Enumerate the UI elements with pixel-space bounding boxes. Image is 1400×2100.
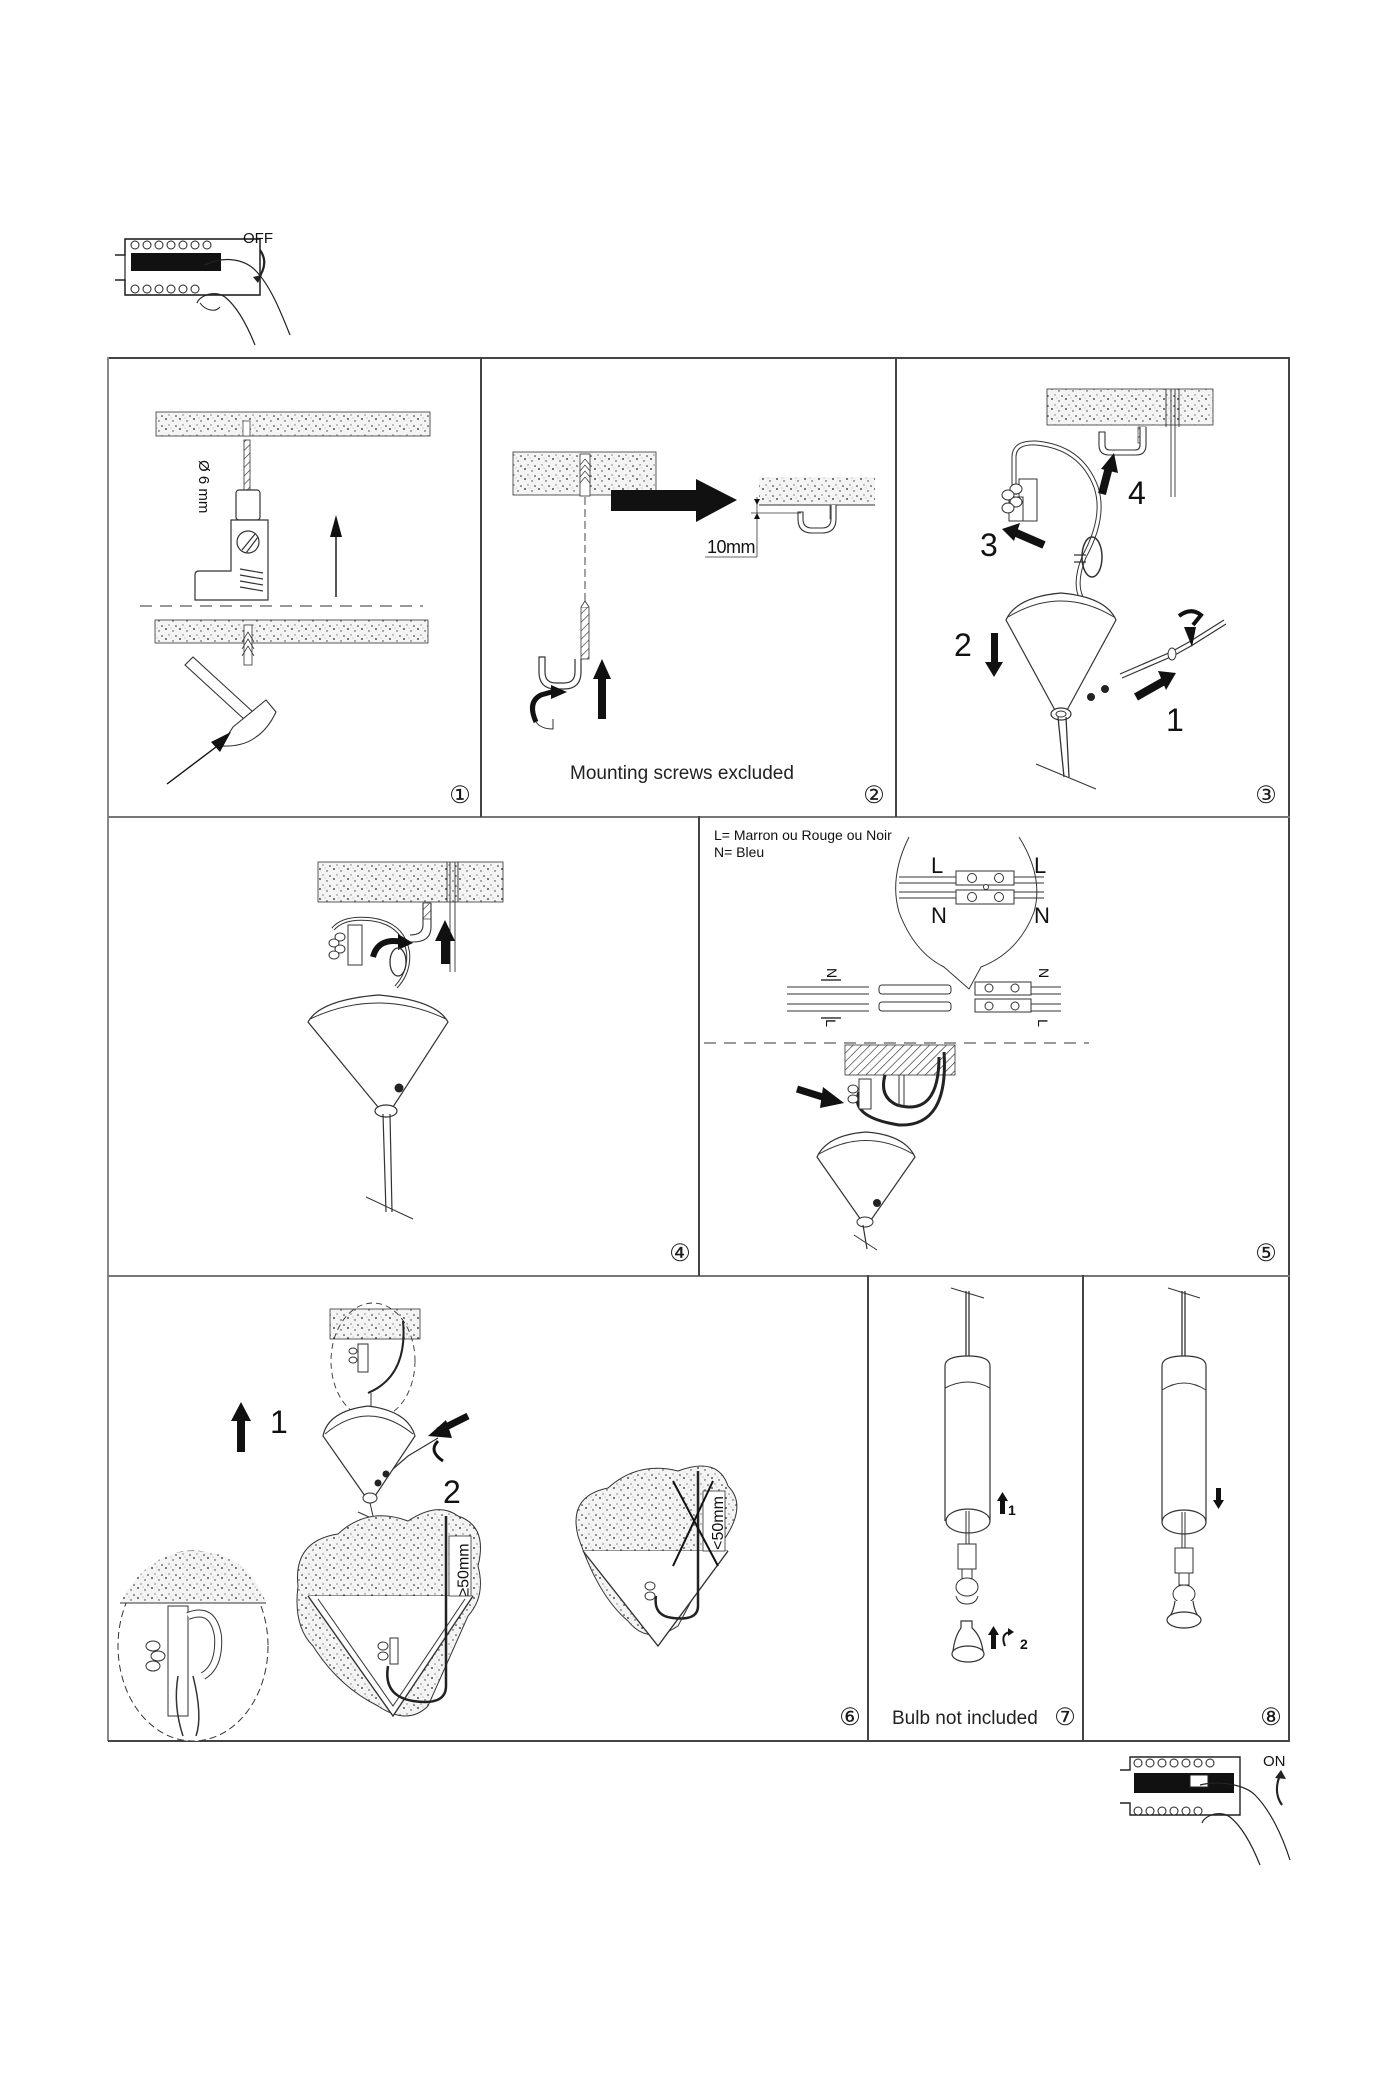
wire-label-L-left: L: [822, 1019, 839, 1027]
drill-diameter-label: Ø 6 mm: [195, 460, 212, 514]
step-6-number: ⑥: [838, 1704, 862, 1731]
step-5-number: ⑤: [1254, 1240, 1278, 1267]
grid-col-divider-r3b: [1082, 1275, 1084, 1741]
step-7-arrow-label-1: 1: [1008, 1502, 1016, 1518]
step-4-number: ④: [668, 1240, 692, 1267]
step-8-panel: ⑧: [1083, 1276, 1288, 1740]
step-4-panel: ④: [108, 817, 698, 1275]
step-3-panel: 1 2 3 4 ③: [896, 357, 1288, 816]
canopy-removal-illustration: [985, 388, 1227, 790]
breaker-off-label: OFF: [243, 230, 273, 247]
wiring-connection-illustration: [704, 836, 1089, 1251]
hook-clearance-dimension: 10mm: [707, 537, 756, 557]
wire-label-N-right: N: [1036, 967, 1053, 979]
breaker-off-illustration: OFF: [105, 225, 295, 350]
clearance-bad-label: <50mm: [709, 1496, 727, 1550]
step-7-panel: 1 2 Bulb not included ⑦: [868, 1276, 1082, 1740]
grid-border-left: [107, 357, 109, 1741]
hang-canopy-on-hook-illustration: [307, 861, 504, 1220]
wire-label-N-left: N: [824, 967, 841, 979]
mounting-screws-caption: Mounting screws excluded: [570, 763, 794, 784]
step-2-number: ②: [862, 782, 886, 809]
legend-live-wire: L= Marron ou Rouge ou Noir: [714, 827, 892, 843]
grid-col-divider-r1a: [480, 357, 482, 817]
shade-lowering-illustration: [1161, 1287, 1224, 1629]
drill-and-anchor-illustration: [140, 411, 431, 785]
grid-col-divider-r3a: [867, 1275, 869, 1741]
step-1-number: ①: [448, 782, 472, 809]
legend-neutral-wire: N= Bleu: [714, 844, 765, 860]
step-3-arrow-label-2: 2: [954, 627, 972, 663]
bulb-not-included-caption: Bulb not included: [892, 1708, 1038, 1729]
step-8-number: ⑧: [1259, 1704, 1283, 1731]
step-6-arrow-label-1: 1: [270, 1404, 288, 1440]
bulb-insertion-illustration: [944, 1287, 1014, 1663]
grid-border-top: [108, 357, 1290, 359]
grid-border-right: [1288, 357, 1290, 1741]
canopy-fixing-illustration: [117, 1302, 738, 1742]
step-6-arrow-label-2: 2: [443, 1474, 461, 1510]
terminal-label-N-left: N: [931, 903, 947, 928]
step-3-arrow-label-1: 1: [1166, 702, 1184, 738]
step-7-number: ⑦: [1053, 1704, 1077, 1731]
breaker-on-label: ON: [1263, 1753, 1286, 1770]
wire-label-L-right: L: [1034, 1019, 1051, 1027]
step-3-arrow-label-4: 4: [1128, 475, 1146, 511]
step-1-panel: Ø 6 mm ①: [108, 357, 480, 816]
step-3-arrow-label-3: 3: [980, 527, 998, 563]
grid-col-divider-r1b: [895, 357, 897, 817]
grid-col-divider-r2: [698, 816, 700, 1276]
grid-border-bottom: [108, 1740, 1290, 1742]
terminal-label-N-right: N: [1034, 903, 1050, 928]
breaker-panel-icon: [115, 238, 291, 346]
hook-mounting-illustration: [512, 451, 875, 730]
step-5-panel: L= Marron ou Rouge ou Noir N= Bleu: [699, 817, 1288, 1275]
terminal-label-L-right: L: [1034, 853, 1047, 878]
step-7-arrow-label-2: 2: [1020, 1636, 1028, 1652]
clearance-ok-label: ≥50mm: [455, 1543, 473, 1597]
step-3-number: ③: [1254, 782, 1278, 809]
wire-color-legend: L= Marron ou Rouge ou Noir N= Bleu: [714, 827, 892, 861]
step-2-panel: 10mm Mounting screws excluded ②: [481, 357, 895, 816]
breaker-on-illustration: ON: [1110, 1745, 1300, 1870]
breaker-panel-icon: [1120, 1756, 1291, 1866]
step-6-panel: 1 2 ≥50mm <50mm ⑥: [108, 1276, 867, 1742]
terminal-label-L-left: L: [931, 853, 944, 878]
